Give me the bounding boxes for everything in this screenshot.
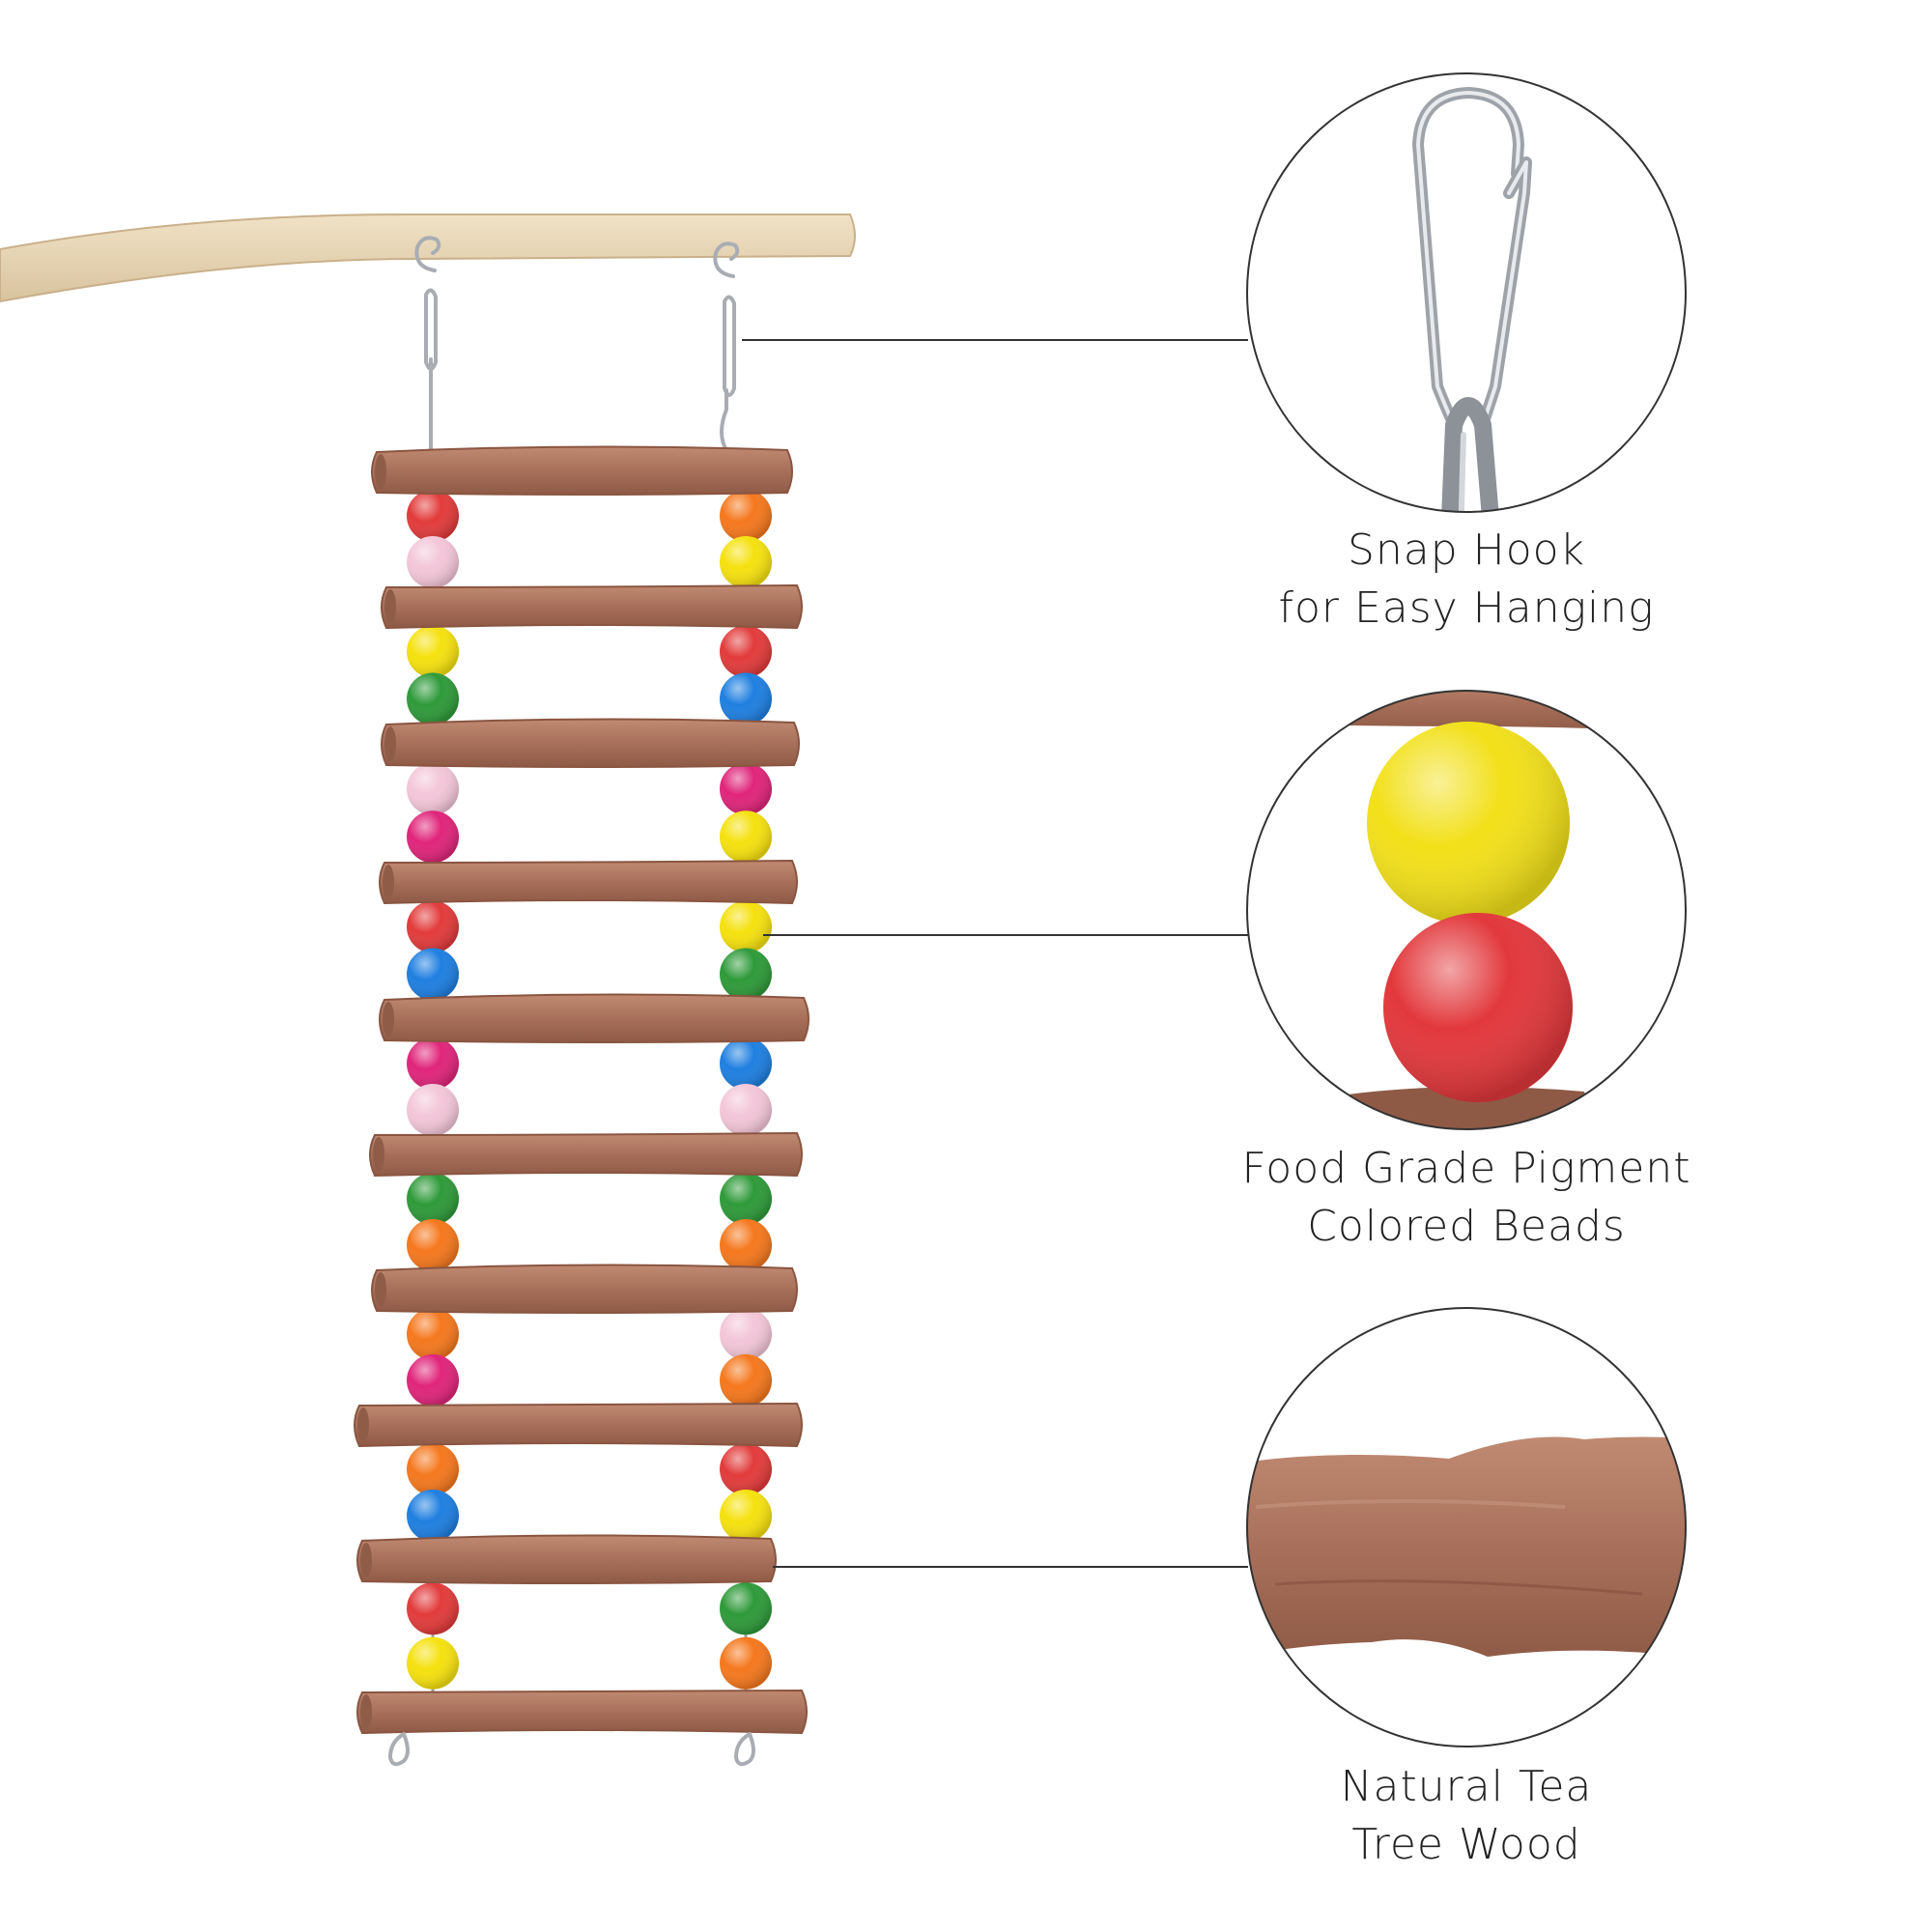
bead-shine <box>407 900 459 953</box>
ladder-rung <box>381 583 803 630</box>
bead-shine <box>407 1219 459 1271</box>
bead-shine <box>720 1490 772 1542</box>
callout-beads: Food Grade Pigment Colored Beads <box>1177 1140 1756 1256</box>
bead-shine <box>407 1173 459 1225</box>
rung-end <box>383 1002 394 1037</box>
bead-shine <box>407 1354 459 1406</box>
bead-shine <box>720 900 772 953</box>
bead-shine <box>407 1490 459 1542</box>
bead-shine <box>720 1084 772 1136</box>
ladder-rung <box>379 993 810 1043</box>
bead-shine <box>720 1443 772 1495</box>
callout-beads-line-1: Food Grade Pigment <box>1241 1144 1691 1193</box>
ladder-rung <box>354 1402 803 1448</box>
bead-shine <box>407 490 459 542</box>
bead-shine <box>407 536 459 588</box>
bead-shine <box>407 625 459 678</box>
bead-shine <box>720 625 772 678</box>
bead-shine <box>407 1443 459 1495</box>
rung-end <box>357 1407 369 1442</box>
bead-shine <box>720 490 772 542</box>
bead-shine <box>720 1173 772 1225</box>
callout-snap-hook: Snap Hook for Easy Hanging <box>1177 522 1756 638</box>
bead-shine <box>720 1354 772 1406</box>
hanging-branch <box>0 213 856 303</box>
rung-end <box>360 1694 372 1729</box>
bead-shine <box>720 1308 772 1360</box>
bead-shine <box>720 1636 772 1690</box>
leader-lines <box>742 339 1248 1568</box>
bead-shine <box>720 948 772 1001</box>
bead-shine <box>407 1582 459 1635</box>
bead-shine <box>407 672 459 725</box>
bead-shine <box>720 1582 772 1635</box>
bead-shine <box>407 1636 459 1690</box>
callout-snap-hook-line-2: for Easy Hanging <box>1278 583 1655 633</box>
beads-closeup <box>1246 690 1687 1130</box>
bead-shine <box>407 762 459 815</box>
rung-end <box>360 1543 372 1577</box>
ladder-rung <box>356 1689 808 1735</box>
rung-end <box>373 1137 384 1172</box>
ladder-rung <box>371 1264 798 1314</box>
bead-shine <box>407 1084 459 1136</box>
bead-shine <box>407 810 459 864</box>
ladder-rung <box>371 445 793 496</box>
ladder-rung <box>369 1131 803 1178</box>
rung-end <box>375 454 386 489</box>
ladder-rung <box>356 1534 777 1584</box>
callout-snap-hook-line-1: Snap Hook <box>1347 526 1586 575</box>
bead-shine <box>720 536 772 588</box>
bottom-hooks <box>387 1732 755 1767</box>
top-hooks <box>414 236 740 456</box>
wood-closeup <box>1246 1307 1687 1747</box>
bead-shine <box>407 1037 459 1090</box>
bead-shine <box>407 948 459 1001</box>
ladder <box>354 445 810 1735</box>
ladder-rung <box>381 718 800 768</box>
bead-shine <box>720 1219 772 1271</box>
callout-beads-line-2: Colored Beads <box>1307 1202 1626 1251</box>
bead-shine <box>407 1308 459 1360</box>
bead-shine <box>720 1037 772 1090</box>
ladder-rung <box>379 859 798 905</box>
rung-end <box>384 589 396 624</box>
bead-shine <box>720 762 772 815</box>
snap-hook-closeup <box>1246 72 1687 513</box>
bead-shine <box>720 672 772 725</box>
rung-end <box>375 1272 386 1307</box>
callout-wood-line-2: Tree Wood <box>1351 1820 1581 1869</box>
callout-wood-line-1: Natural Tea <box>1340 1762 1593 1811</box>
callout-wood: Natural Tea Tree Wood <box>1177 1758 1756 1874</box>
rung-end <box>384 726 396 761</box>
rung-end <box>383 865 394 899</box>
bead-shine <box>720 810 772 864</box>
